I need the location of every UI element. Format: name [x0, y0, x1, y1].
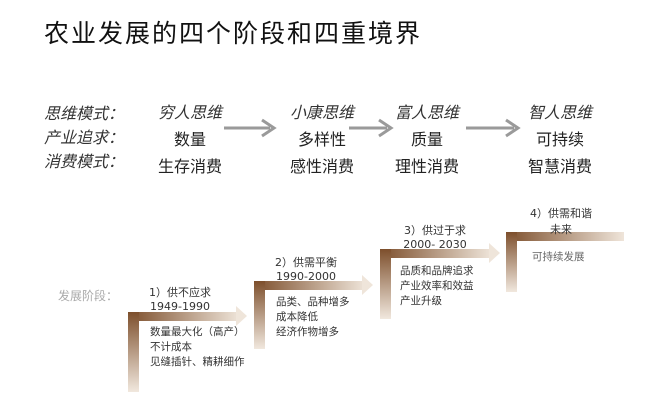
stage-2-desc-line: 经济作物增多 [276, 326, 339, 338]
stage-3-desc-line: 产业升级 [400, 295, 442, 307]
stage-2-name: 2）供需平衡 [275, 256, 337, 269]
consumption-emotional: 感性消费 [289, 157, 354, 176]
stage-2-tag: 2）供需平衡 1990-2000 [264, 254, 348, 283]
arrow-right-icon [224, 118, 277, 138]
stage-4-desc: 可持续发展 [532, 250, 585, 265]
mindset-rich: 富人思维 [394, 103, 459, 122]
consumption-smart: 智慧消费 [527, 157, 592, 176]
column-moderate: 小康思维 多样性 感性消费 [262, 99, 382, 177]
stage-3-name: 3）供过于求 [404, 224, 466, 237]
stage-1-desc: 数量最大化（高产） 不计成本 见缝插针、精耕细作 [150, 325, 245, 370]
stair-step-4 [506, 232, 624, 292]
stage-1-desc-line: 见缝插针、精耕细作 [150, 356, 245, 368]
column-rich: 富人思维 质量 理性消费 [367, 99, 487, 177]
arrow-right-icon [466, 118, 521, 138]
row-label-pursuit: 产业追求： [43, 128, 124, 147]
mindset-wise: 智人思维 [527, 103, 592, 122]
stage-4-desc-line: 可持续发展 [532, 251, 585, 263]
stair-step-2 [254, 275, 373, 349]
pursuit-quantity: 数量 [173, 130, 206, 149]
stage-3-desc-line: 产业效率和效益 [400, 280, 474, 292]
mindset-moderate: 小康思维 [289, 103, 354, 122]
pursuit-diversity: 多样性 [297, 130, 346, 149]
stage-2-years: 1990-2000 [276, 270, 336, 283]
stage-4-tag: 4）供需和谐 未来 [516, 205, 606, 237]
column-wise: 智人思维 可持续 智慧消费 [500, 99, 620, 177]
stage-1-tag: 1）供不应求 1949-1990 [140, 284, 220, 313]
stage-3-years: 2000- 2030 [403, 238, 467, 251]
stage-4-name: 4）供需和谐 [530, 207, 592, 220]
consumption-rational: 理性消费 [394, 157, 459, 176]
stage-1-name: 1）供不应求 [149, 286, 211, 299]
stage-2-desc-line: 成本降低 [276, 311, 318, 323]
pursuit-sustainable: 可持续 [535, 130, 584, 149]
stage-3-tag: 3）供过于求 2000- 2030 [392, 222, 478, 251]
stage-3-desc-line: 品质和品牌追求 [400, 265, 474, 277]
stage-2-desc: 品类、品种增多 成本降低 经济作物增多 [276, 295, 350, 340]
page-title: 农业发展的四个阶段和四重境界 [44, 19, 423, 48]
stage-1-years: 1949-1990 [150, 300, 210, 313]
row-label-consumption: 消费模式： [43, 152, 124, 171]
stage-1-desc-line: 数量最大化（高产） [150, 326, 245, 338]
stair-step-3 [380, 243, 500, 319]
stage-2-desc-line: 品类、品种增多 [276, 296, 350, 308]
stage-3-desc: 品质和品牌追求 产业效率和效益 产业升级 [400, 264, 474, 309]
mindset-poor: 穷人思维 [157, 103, 222, 122]
pursuit-quality: 质量 [410, 130, 443, 149]
arrow-right-icon [349, 118, 394, 138]
consumption-survival: 生存消费 [157, 157, 222, 176]
column-poor: 穷人思维 数量 生存消费 [130, 99, 250, 177]
stage-1-desc-line: 不计成本 [150, 341, 192, 353]
stage-4-years: 未来 [550, 223, 572, 236]
phase-label: 发展阶段： [58, 289, 119, 303]
row-label-mindset: 思维模式： [43, 104, 124, 123]
stair-step-1 [128, 306, 247, 392]
